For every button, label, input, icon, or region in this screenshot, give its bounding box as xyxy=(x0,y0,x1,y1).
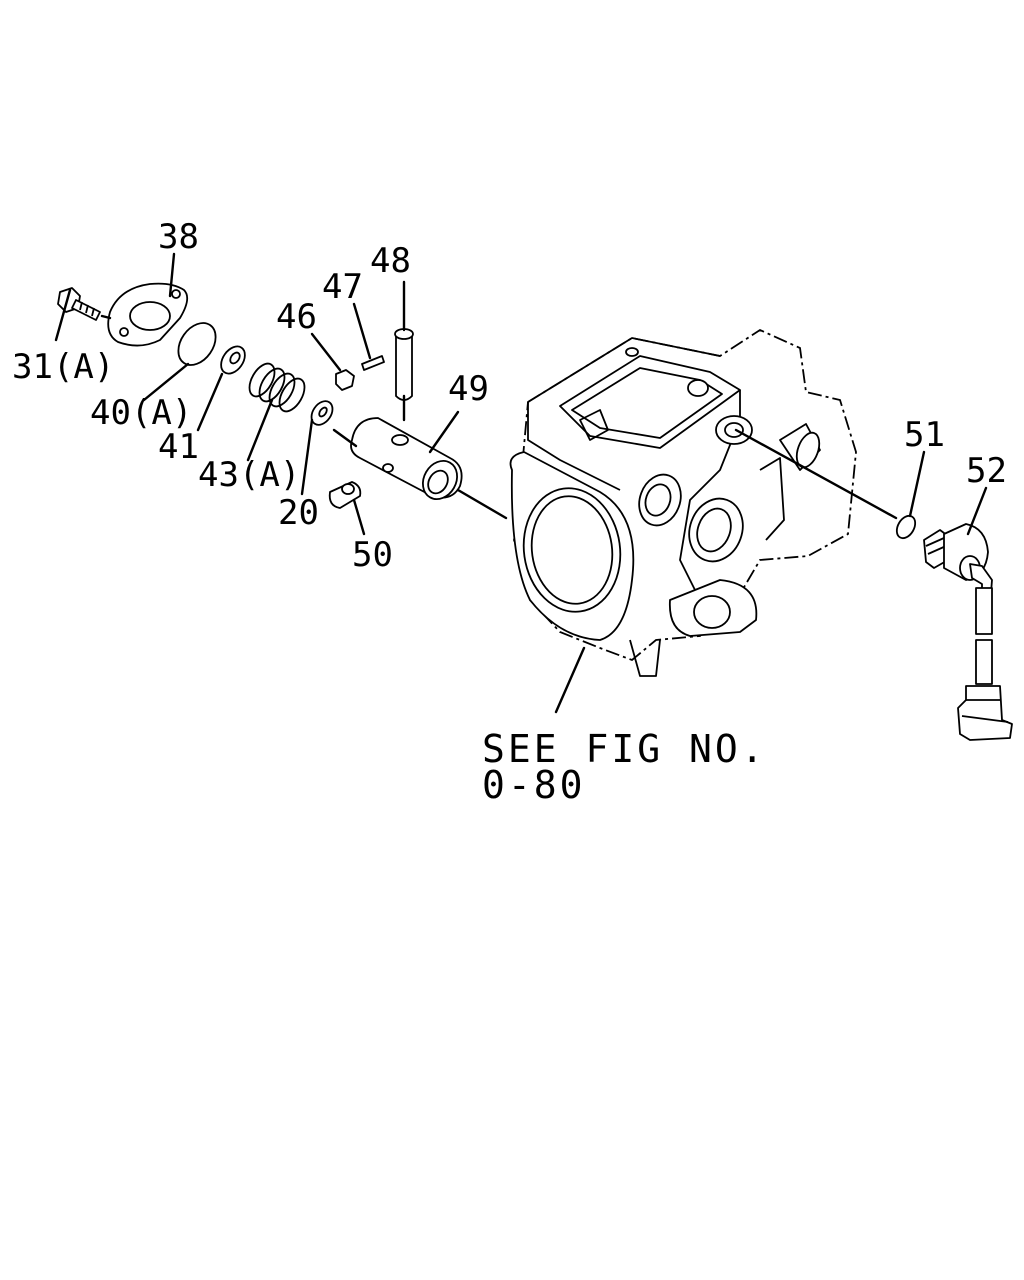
callout-52: 52 xyxy=(966,451,1007,491)
part-46-clip xyxy=(335,369,355,391)
main-housing-body xyxy=(509,328,857,677)
callout-43: 43(A) xyxy=(198,455,300,495)
part-52-sensor xyxy=(923,523,1013,741)
callout-40: 40(A) xyxy=(90,393,192,433)
part-48-shaft xyxy=(394,328,414,401)
callout-48: 48 xyxy=(370,241,411,281)
part-38-flange xyxy=(107,282,189,347)
leader-lines xyxy=(54,252,988,714)
callout-51: 51 xyxy=(904,415,945,455)
callout-20: 20 xyxy=(278,493,319,533)
part-41-washer xyxy=(220,345,246,375)
callout-38: 38 xyxy=(158,217,199,257)
reference-line-1: SEE FIG NO. xyxy=(482,727,767,771)
part-51-oring xyxy=(895,514,917,540)
part-40-oring xyxy=(177,322,217,366)
part-31-bolt xyxy=(57,287,101,321)
callout-31: 31(A) xyxy=(12,347,114,387)
callout-41: 41 xyxy=(158,427,199,467)
part-20-washer xyxy=(310,400,334,426)
reference-line-2: 0-80 xyxy=(482,763,586,807)
callout-50: 50 xyxy=(352,535,393,575)
callout-47: 47 xyxy=(322,267,363,307)
part-43-spring xyxy=(248,362,306,413)
callout-46: 46 xyxy=(276,297,317,337)
callout-49: 49 xyxy=(448,369,489,409)
part-49-sleeve xyxy=(350,417,463,500)
part-50-pin xyxy=(328,481,362,509)
part-47-pin xyxy=(361,355,385,371)
